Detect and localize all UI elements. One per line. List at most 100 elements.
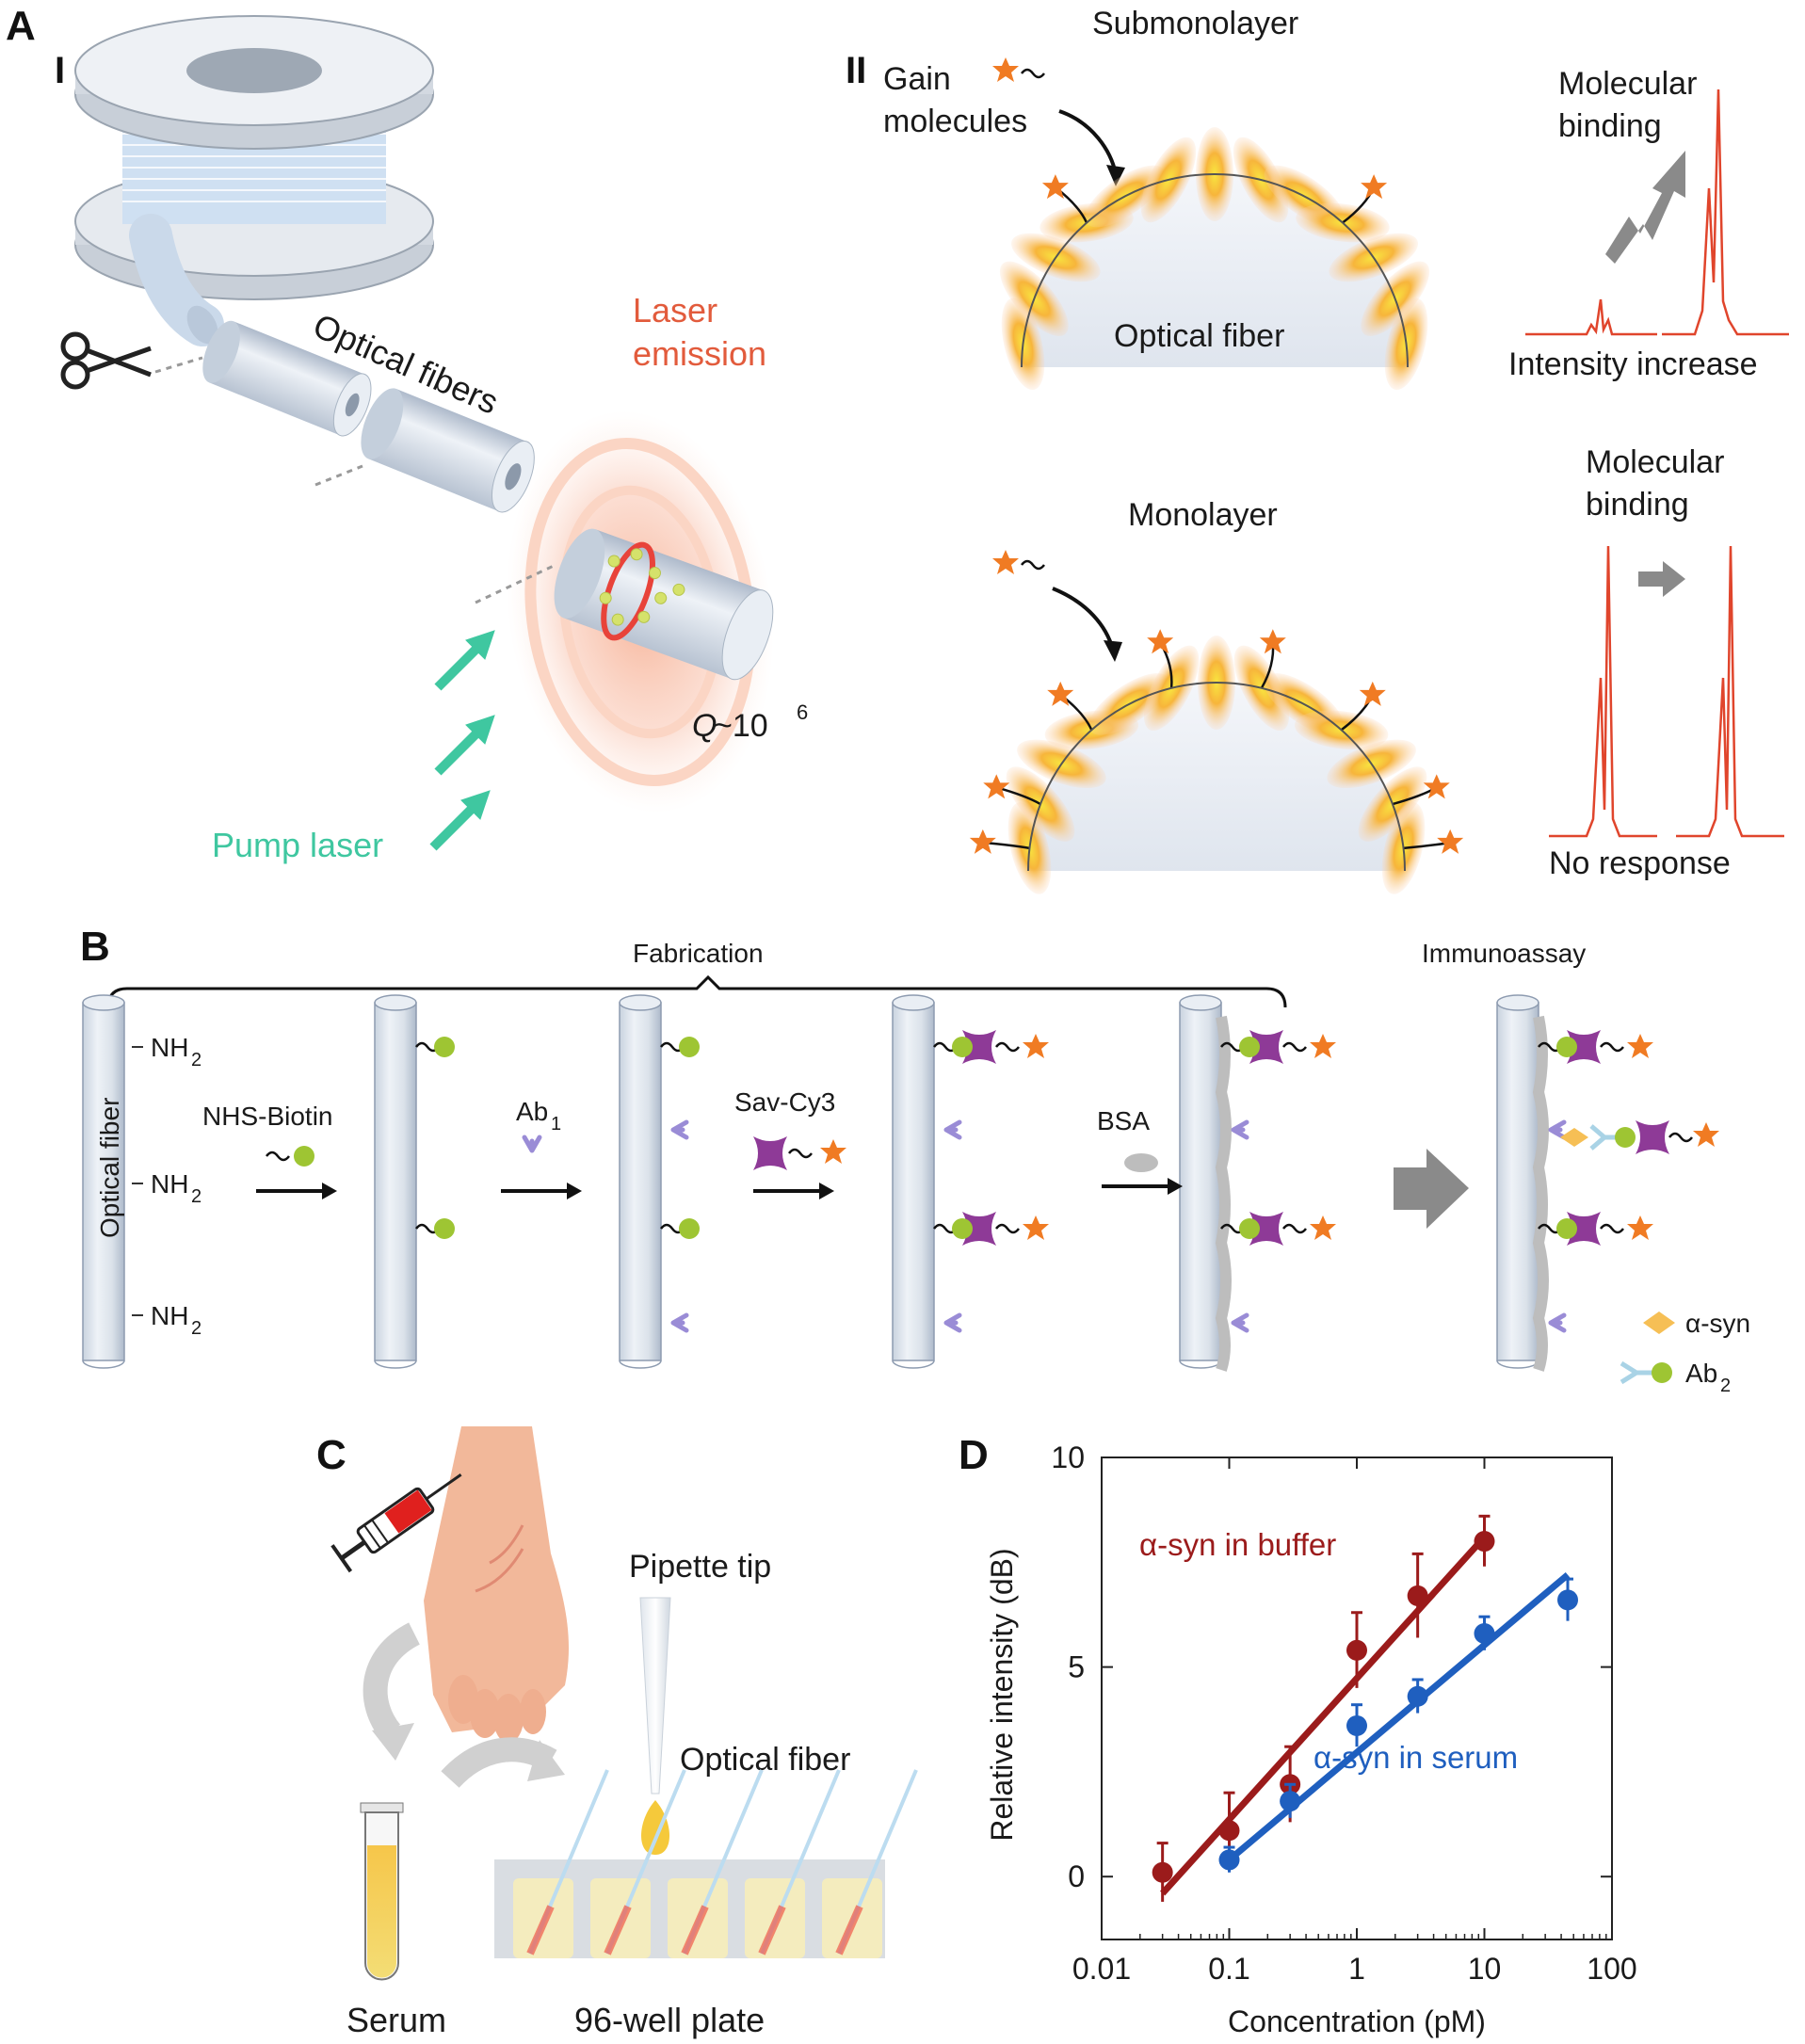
series-buffer-label: α-syn in buffer (1139, 1527, 1336, 1562)
legend-asyn: α-syn (1643, 1309, 1750, 1338)
x-tick-label: 0.01 (1072, 1952, 1131, 1986)
bsa-label: BSA (1097, 1106, 1150, 1135)
data-point (1218, 1820, 1240, 1842)
molecular-binding-label-1: Molecular (1558, 66, 1697, 102)
plate-label: 96-well plate (574, 2001, 765, 2039)
gain-label-2: molecules (883, 104, 1027, 139)
nh2-top-sub: 2 (191, 1050, 201, 1070)
syringe-icon (330, 1473, 462, 1573)
spectrum-low (1525, 298, 1657, 336)
gain-label-1: Gain (883, 61, 951, 97)
ab1-label: Ab 1 (516, 1097, 561, 1135)
fit-line-1 (1227, 1571, 1571, 1863)
pipette-tip (639, 1597, 671, 1855)
b-fiber-5 (1496, 994, 1719, 1372)
nh2-top: NH (151, 1033, 188, 1062)
lasing-fiber (554, 528, 774, 681)
gain-molecule (1147, 629, 1174, 654)
fiber-segment-1 (202, 320, 372, 437)
optical-fiber-label: Optical fiber (1114, 318, 1284, 354)
scissors-icon (60, 331, 152, 390)
b-fiber-1 (374, 994, 455, 1369)
sav-cy3-label: Sav-Cy3 (734, 1087, 835, 1117)
legend-ab2-sub: 2 (1720, 1376, 1731, 1396)
ab1-sub: 1 (551, 1114, 561, 1135)
bsa-icon (1124, 1153, 1158, 1172)
x-tick-label: 10 (1468, 1952, 1502, 1986)
spectrum-mono-2 (1676, 545, 1784, 838)
fit-line-0 (1160, 1535, 1488, 1896)
molecular-binding-mono-1: Molecular (1586, 444, 1724, 480)
no-response-label: No response (1549, 845, 1731, 881)
serum-label: Serum (346, 2001, 446, 2039)
molecular-binding-mono-2: binding (1586, 487, 1689, 523)
fabrication-label: Fabrication (633, 939, 764, 968)
q-factor-label: Q ~10 6 (692, 700, 808, 744)
nh2-mid: NH (151, 1169, 188, 1199)
fabrication-bracket (106, 974, 1287, 1008)
molecular-binding-label-2: binding (1558, 108, 1662, 144)
gain-molecule (969, 829, 996, 854)
panel-a-sub-i: I (55, 50, 65, 91)
hand-icon (424, 1426, 570, 1743)
spectrum-mono-1 (1549, 545, 1657, 838)
data-point (1280, 1791, 1301, 1812)
b-fiber-0 (82, 994, 125, 1369)
data-point (1407, 1585, 1428, 1606)
panel-d-letter: D (959, 1432, 989, 1478)
data-point (1346, 1639, 1367, 1661)
gain-molecule (1423, 774, 1450, 799)
y-tick-label: 5 (1068, 1650, 1085, 1684)
monolayer-label: Monolayer (1128, 497, 1278, 533)
monolayer-fiber (969, 629, 1464, 894)
nh2-mid-sub: 2 (191, 1186, 201, 1207)
immunoassay-label: Immunoassay (1422, 939, 1586, 968)
panel-b: B Fabrication Immunoassay Optical fiber … (80, 924, 1750, 1396)
submonolayer-fiber (999, 127, 1430, 391)
ab1-text: Ab (516, 1097, 548, 1126)
data-point (1557, 1589, 1579, 1611)
pipette-tip-label: Pipette tip (629, 1549, 771, 1585)
data-point (1407, 1685, 1428, 1707)
data-point (1218, 1849, 1240, 1871)
laser-emission-label-1: Laser (633, 291, 717, 330)
panel-a-letter: A (6, 3, 36, 49)
big-arrow-icon (1394, 1149, 1469, 1229)
fiber-spool (74, 15, 434, 300)
gain-molecule (1359, 681, 1386, 706)
optical-fiber-c-label: Optical fiber (680, 1742, 850, 1778)
q-value: ~10 (714, 708, 768, 744)
y-axis-label: Relative intensity (dB) (985, 1548, 1019, 1841)
data-point (1152, 1861, 1173, 1883)
x-axis-label: Concentration (pM) (1228, 2004, 1486, 2038)
y-tick-label: 10 (1051, 1440, 1085, 1474)
gain-molecule (983, 774, 1010, 799)
gain-molecule (1361, 174, 1388, 200)
x-tick-label: 1 (1348, 1952, 1365, 1986)
no-change-arrow-icon (1638, 561, 1685, 597)
panel-c-letter: C (316, 1432, 346, 1478)
legend-ab2-text: Ab (1685, 1359, 1717, 1388)
submonolayer-label: Submonolayer (1092, 6, 1298, 41)
optical-fiber-vertical-label: Optical fiber (95, 1098, 124, 1238)
nh2-bot: NH (151, 1301, 188, 1330)
b-fiber-4 (1179, 994, 1336, 1372)
laser-emission-label-2: emission (633, 334, 766, 373)
panel-a: A I (6, 3, 1789, 894)
pump-arrows (429, 630, 495, 851)
panel-b-letter: B (80, 924, 110, 970)
serum-tube (360, 1802, 404, 1981)
x-tick-label: 100 (1587, 1952, 1636, 1986)
gain-molecule (1437, 829, 1464, 854)
series-serum-label: α-syn in serum (1313, 1740, 1518, 1775)
b-fiber-2 (619, 994, 700, 1369)
nh2-bot-sub: 2 (191, 1318, 201, 1339)
intensity-increase-label: Intensity increase (1508, 346, 1758, 382)
data-point (1346, 1714, 1367, 1736)
intensity-arrow-icon (1605, 151, 1685, 264)
spectrum-high (1662, 89, 1789, 336)
data-point (1474, 1622, 1495, 1644)
x-tick-label: 0.1 (1208, 1952, 1249, 1986)
